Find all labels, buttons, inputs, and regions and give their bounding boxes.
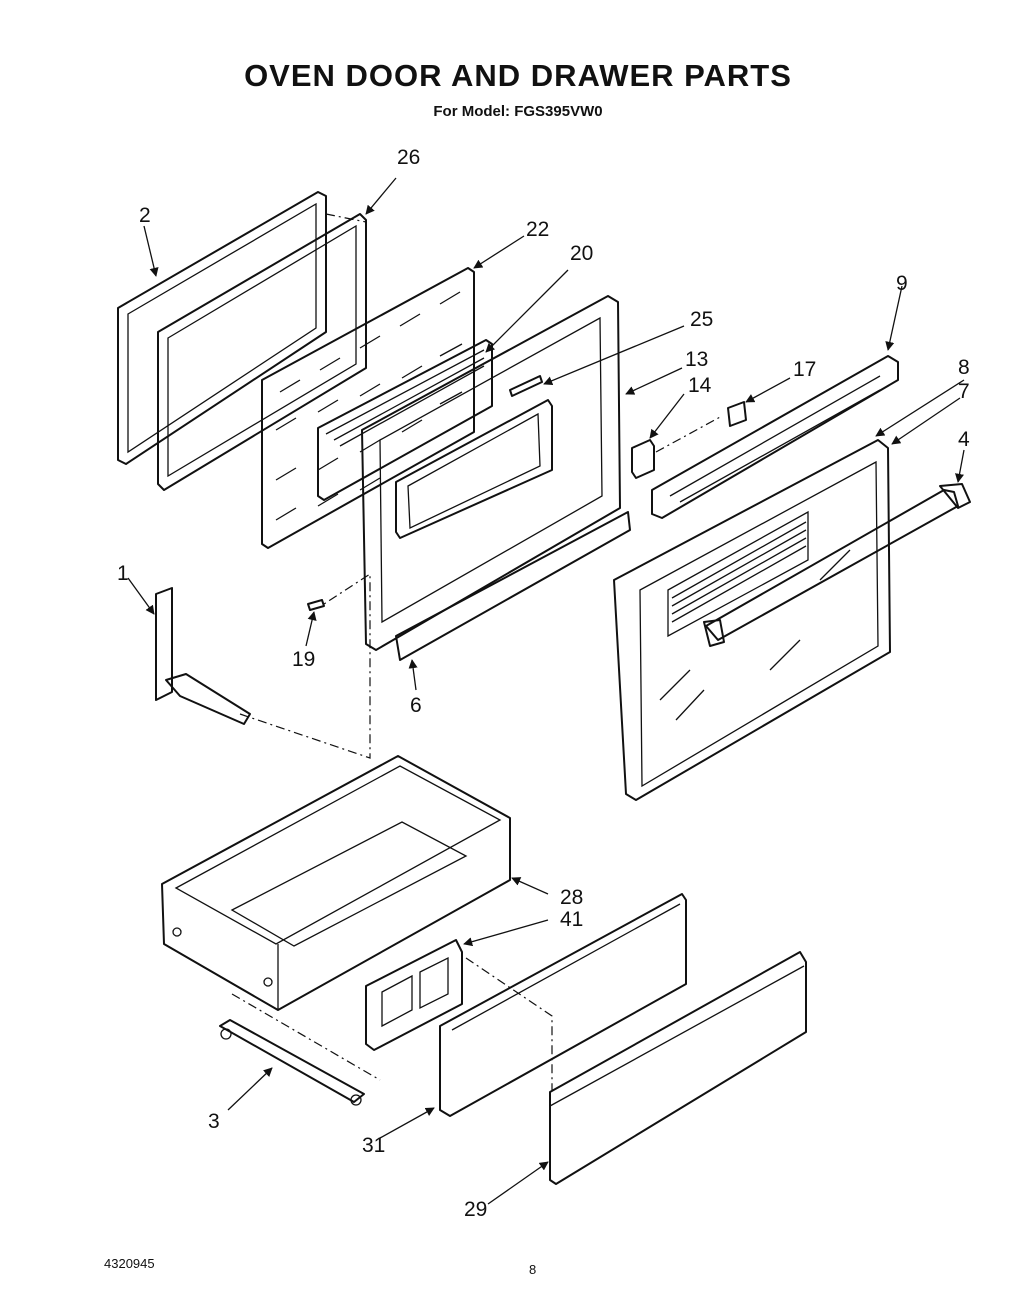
part-14-hinge-receptacle (631, 439, 655, 479)
callout-4: 4 (958, 428, 970, 451)
part-17-bumper (727, 401, 747, 427)
part-29-drawer-front (549, 951, 807, 1185)
part-13-inner-door-panel (361, 295, 621, 651)
part-26-gasket (157, 213, 367, 491)
callout-20: 20 (570, 242, 593, 265)
callout-31: 31 (362, 1134, 385, 1157)
part-25-bracket (509, 375, 543, 397)
callout-22: 22 (526, 218, 549, 241)
page-number: 8 (529, 1262, 537, 1277)
leader-lines (127, 177, 965, 1205)
part-20-window-pack (317, 339, 493, 501)
part-9-vent-trim (651, 355, 899, 519)
callout-19: 19 (292, 648, 315, 671)
part-1-hinge (155, 587, 251, 725)
part-31-drawer-panel (439, 893, 687, 1117)
part-28-drawer (161, 755, 511, 1011)
document-number: 4320945 (104, 1256, 155, 1271)
alignment-lines (231, 213, 723, 1090)
callout-17: 17 (793, 358, 816, 381)
part-19-screw (307, 599, 325, 611)
callout-25: 25 (690, 308, 713, 331)
callout-8: 8 (958, 356, 970, 379)
callout-13: 13 (685, 348, 708, 371)
callout-6: 6 (410, 694, 422, 717)
callout-7: 7 (958, 380, 970, 403)
callout-1: 1 (117, 562, 129, 585)
part-3-slide (219, 1019, 365, 1106)
part-2-door-gasket-frame (117, 191, 327, 465)
callout-14: 14 (688, 374, 712, 397)
callout-28: 28 (560, 886, 583, 909)
callout-2: 2 (139, 204, 151, 227)
callout-41: 41 (560, 908, 583, 931)
part-7-outer-door (613, 439, 891, 801)
callout-26: 26 (397, 146, 420, 169)
model-subtitle: For Model: FGS395VW0 (433, 103, 603, 120)
page-title: OVEN DOOR AND DRAWER PARTS (244, 58, 792, 93)
callout-3: 3 (208, 1110, 220, 1133)
part-41-plate (365, 939, 463, 1051)
part-4-door-handle (703, 483, 971, 647)
part-22-insulation (261, 267, 475, 549)
part-6-trim (395, 511, 631, 661)
callout-9: 9 (896, 272, 908, 295)
callout-29: 29 (464, 1198, 487, 1221)
